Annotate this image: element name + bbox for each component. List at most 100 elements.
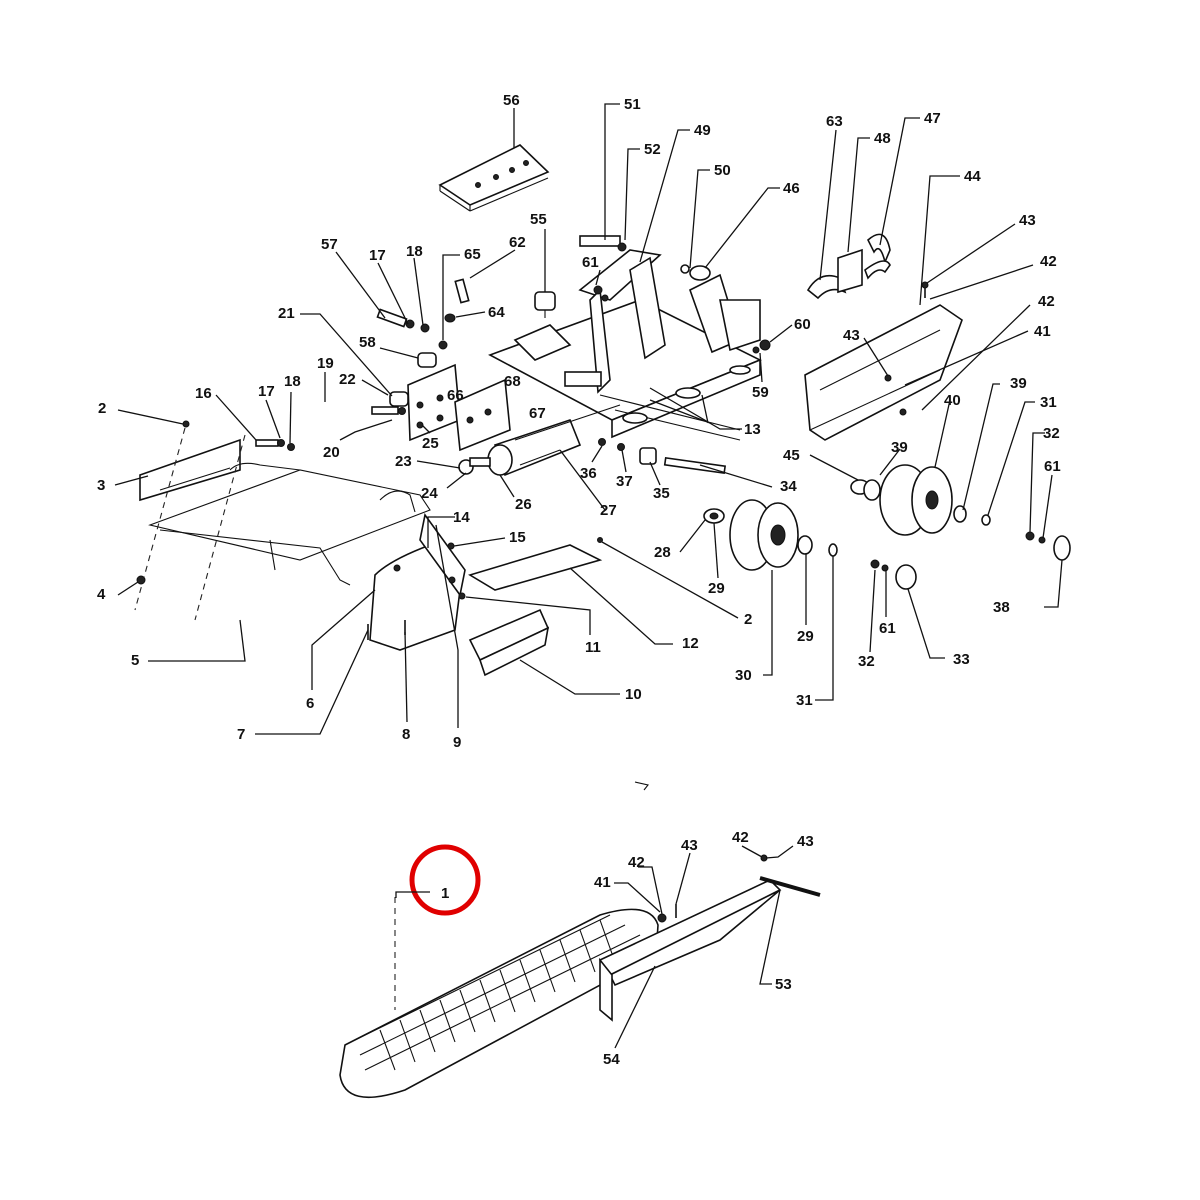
part-46-bushing: [680, 264, 711, 281]
label-18-top: 18: [406, 243, 423, 260]
part-19-bolt: [371, 406, 406, 415]
label-33: 33: [953, 651, 970, 668]
label-42-top: 42: [1040, 253, 1057, 270]
label-66: 66: [447, 387, 464, 404]
label-68: 68: [504, 373, 521, 390]
part-5-frame-rail: [148, 462, 431, 586]
part-30-bogie-wheel: [729, 499, 799, 571]
label-48: 48: [874, 130, 891, 147]
part-56-foot-plate: [438, 144, 550, 212]
label-19: 19: [317, 355, 334, 372]
part-36-37-nuts: [598, 438, 625, 451]
label-32-top: 32: [1043, 425, 1060, 442]
label-43-bottom-left: 43: [681, 837, 698, 854]
label-23: 23: [395, 453, 412, 470]
part-51-bolt: [579, 235, 627, 252]
part-3-side-plate: [139, 438, 241, 502]
leader-lines: [114, 103, 1063, 1049]
label-17-top: 17: [369, 247, 386, 264]
part-12-plate: [468, 537, 603, 591]
part-2-screw: [182, 420, 190, 428]
part-39-bearing: [953, 505, 967, 523]
part-61-nuts: [593, 285, 609, 302]
label-9: 9: [453, 734, 461, 751]
part-32-61-bolt-b: [870, 559, 889, 572]
label-62: 62: [509, 234, 526, 251]
label-22: 22: [339, 371, 356, 388]
label-64: 64: [488, 304, 505, 321]
label-16: 16: [195, 385, 212, 402]
label-20: 20: [323, 444, 340, 461]
part-53-axle-rod: [759, 854, 821, 897]
label-54: 54: [603, 1051, 620, 1068]
label-65: 65: [464, 246, 481, 263]
label-49: 49: [694, 122, 711, 139]
highlight-circle: [409, 844, 481, 916]
part-6-chain-case: [369, 513, 466, 651]
label-18-left: 18: [284, 373, 301, 390]
main-frame: [488, 249, 762, 441]
part-31-washer: [828, 543, 838, 557]
label-10: 10: [625, 686, 642, 703]
label-42-mid: 42: [1038, 293, 1055, 310]
label-43-top: 43: [1019, 212, 1036, 229]
label-50: 50: [714, 162, 731, 179]
label-27: 27: [600, 502, 617, 519]
label-42-bottom-right: 42: [732, 829, 749, 846]
label-56: 56: [503, 92, 520, 109]
label-58: 58: [359, 334, 376, 351]
label-47: 47: [924, 110, 941, 127]
label-52: 52: [644, 141, 661, 158]
part-15-screw: [447, 542, 455, 550]
label-6: 6: [306, 695, 314, 712]
label-43-mid: 43: [843, 327, 860, 344]
label-32-low: 32: [858, 653, 875, 670]
label-2-top: 2: [98, 400, 106, 417]
label-63: 63: [826, 113, 843, 130]
part-10-guard: [468, 608, 550, 677]
part-26-pivot-arm: [487, 404, 621, 477]
part-55-rubber-mount: [534, 291, 556, 318]
part-64-washer: [444, 313, 456, 323]
label-1: 1: [441, 885, 449, 902]
part-60-59-nuts: [752, 339, 771, 354]
label-43-bottom-right: 43: [797, 833, 814, 850]
label-44: 44: [964, 168, 981, 185]
label-7: 7: [237, 726, 245, 743]
part-35-block: [639, 447, 657, 465]
label-51: 51: [624, 96, 641, 113]
label-41-bottom: 41: [594, 874, 611, 891]
part-16-bolt: [255, 439, 295, 451]
label-2-mid: 2: [744, 611, 752, 628]
label-13: 13: [744, 421, 761, 438]
part-number-labels: 56 51 49 52 50 4 6 63 48 47 44 43 42 42 4…: [97, 92, 1061, 1068]
part-58-spacer: [417, 352, 437, 368]
label-61-low: 61: [879, 620, 896, 637]
label-11: 11: [585, 639, 601, 656]
label-60: 60: [794, 316, 811, 333]
label-41-top: 41: [1034, 323, 1051, 340]
label-29-right: 29: [797, 628, 814, 645]
label-30: 30: [735, 667, 752, 684]
label-31-low: 31: [796, 692, 813, 709]
label-39-mid: 39: [891, 439, 908, 456]
label-61-top: 61: [582, 254, 599, 271]
part-4-nut: [136, 575, 146, 585]
label-4: 4: [97, 586, 106, 603]
label-53: 53: [775, 976, 792, 993]
label-40: 40: [944, 392, 961, 409]
part-66-bracket-plate: [407, 363, 511, 452]
label-25: 25: [422, 435, 439, 452]
part-54-slide-rail: [598, 879, 782, 1022]
label-59: 59: [752, 384, 769, 401]
label-61-right: 61: [1044, 458, 1061, 475]
label-31-top: 31: [1040, 394, 1057, 411]
label-28: 28: [654, 544, 671, 561]
label-37: 37: [616, 473, 633, 490]
label-34: 34: [780, 478, 797, 495]
label-26: 26: [515, 496, 532, 513]
label-42-bottom-left: 42: [628, 854, 645, 871]
part-28-bearing: [703, 508, 725, 524]
part-43-bolt: [921, 281, 929, 298]
